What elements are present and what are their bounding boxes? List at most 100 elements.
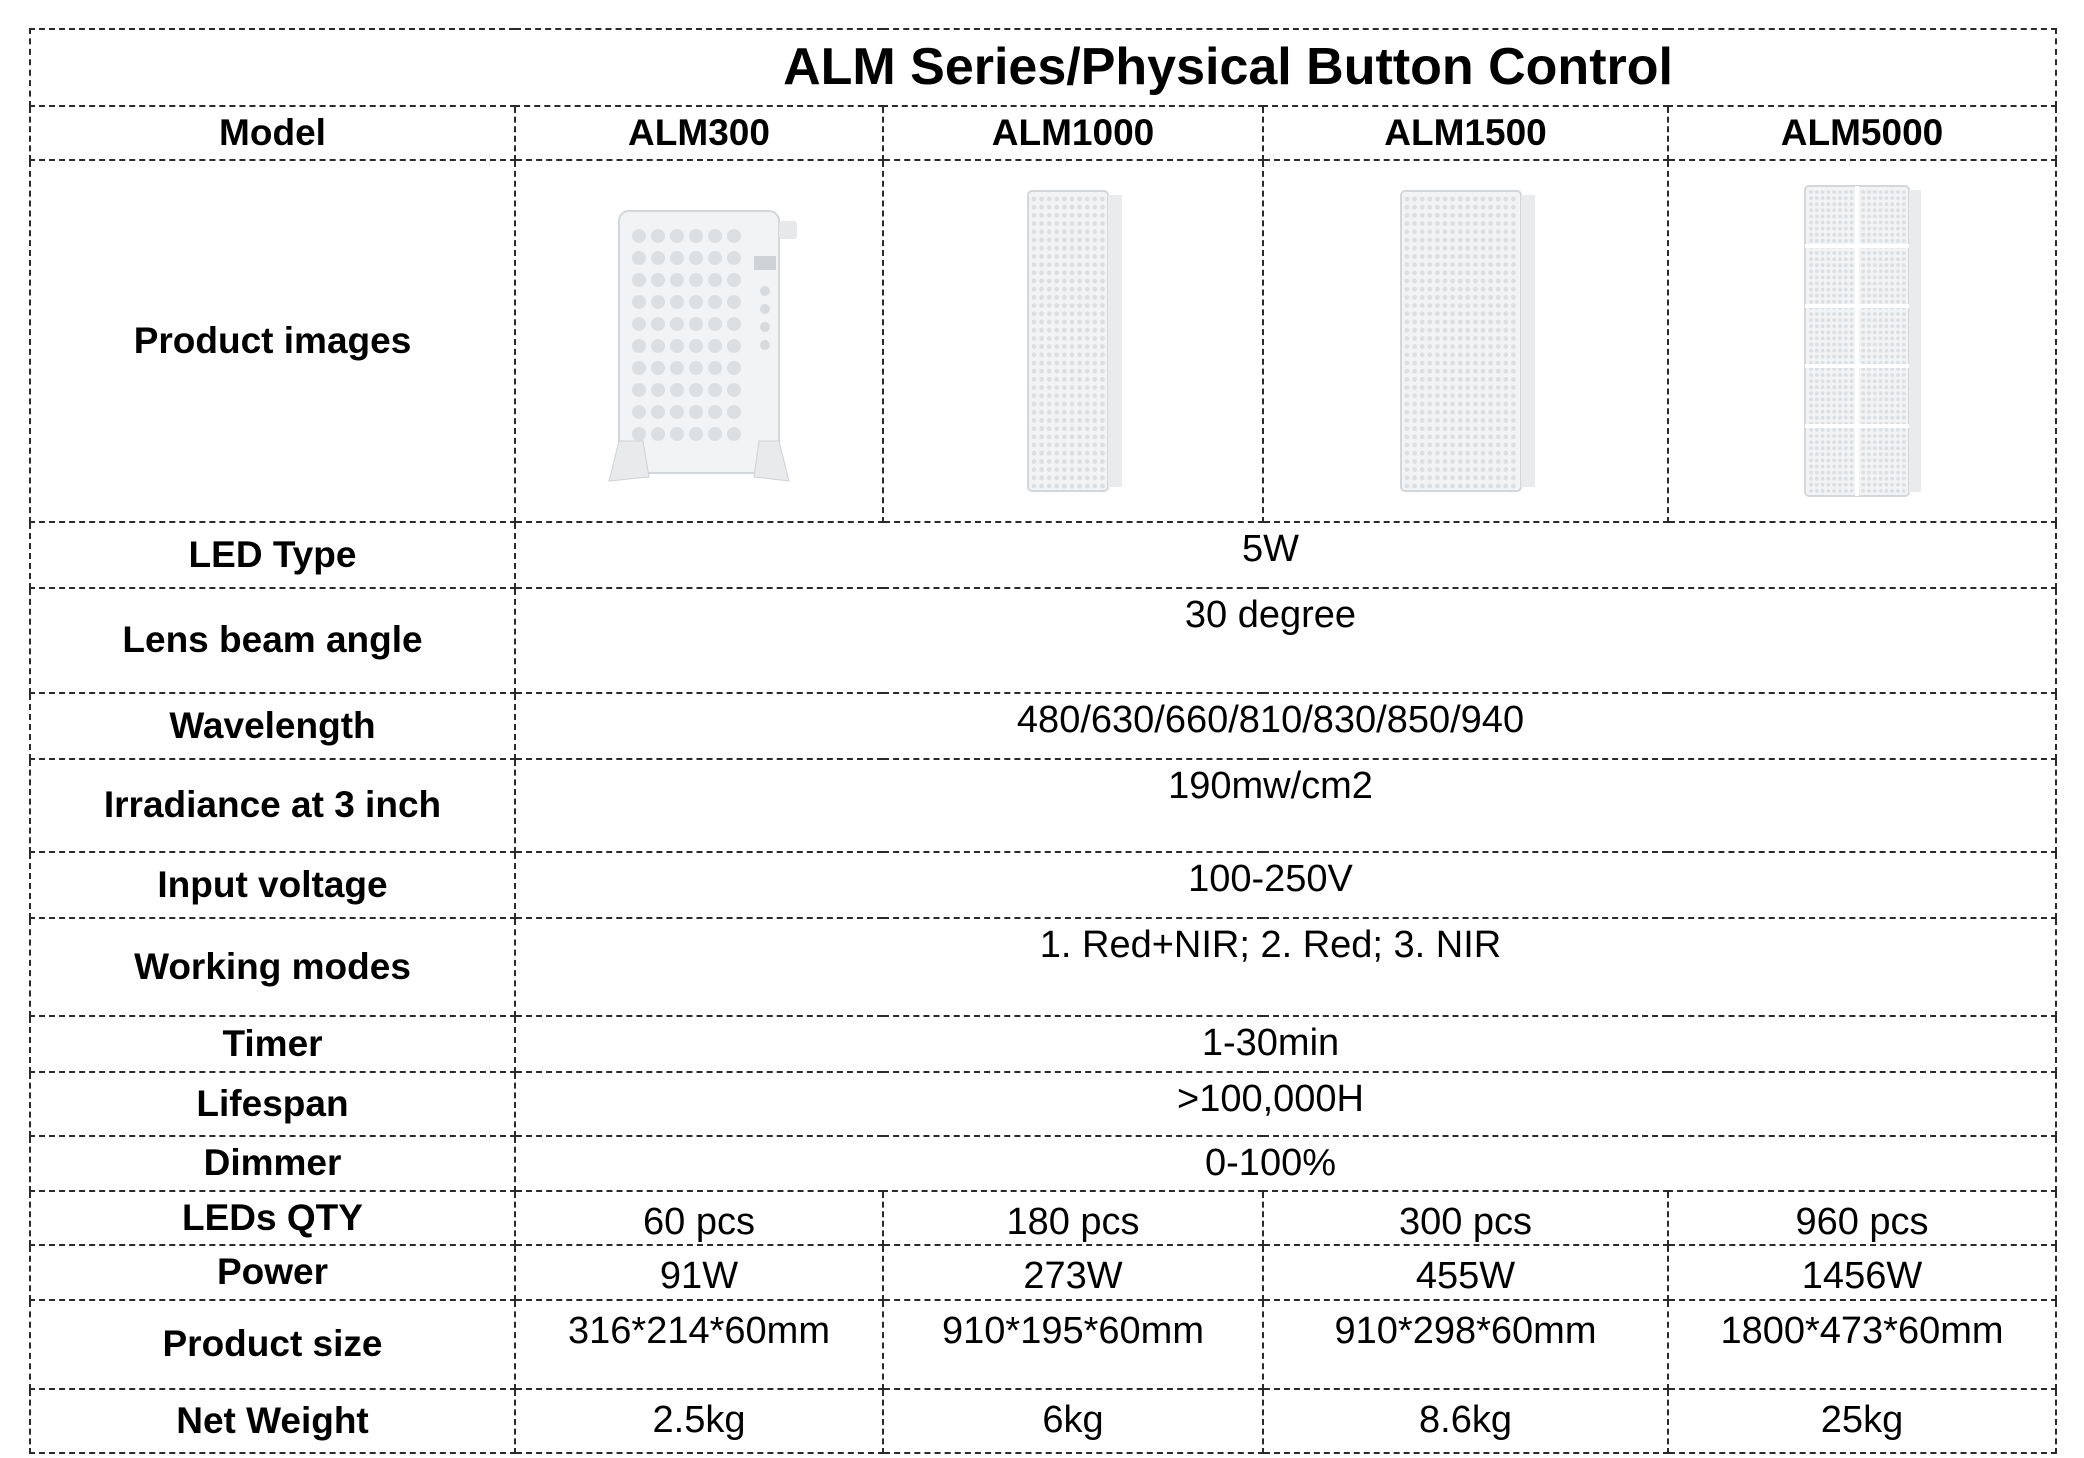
led-dot xyxy=(1890,251,1895,255)
led-dot xyxy=(1100,475,1105,481)
led-dot xyxy=(1442,213,1447,218)
led-dot xyxy=(1814,452,1819,457)
led-dot xyxy=(1419,229,1425,235)
led-dot xyxy=(1861,452,1866,457)
led-dot xyxy=(1480,295,1485,300)
led-dot xyxy=(1039,483,1044,489)
led-dot xyxy=(1826,299,1831,304)
led-dot xyxy=(1419,459,1425,464)
led-dot xyxy=(1832,489,1837,493)
image-cell-alm300 xyxy=(514,159,884,523)
led-dot xyxy=(1084,278,1090,284)
row-working-modes: Working modes 1. Red+NIR; 2. Red; 3. NIR xyxy=(29,917,2058,1017)
row-led-type: LED Type 5W xyxy=(29,521,2058,589)
led-dot xyxy=(1872,318,1877,322)
led-dot xyxy=(1843,190,1848,194)
led-dot xyxy=(1449,245,1455,251)
led-dot xyxy=(1861,482,1866,487)
led-dot xyxy=(1832,397,1837,402)
led-dot xyxy=(1434,418,1440,423)
led-dot xyxy=(1092,352,1098,358)
led-dot xyxy=(1031,262,1037,267)
led-dot xyxy=(1502,196,1508,202)
led-dot xyxy=(1872,415,1877,420)
led-dot xyxy=(1495,385,1501,390)
led-dot xyxy=(1426,483,1432,489)
led-dot xyxy=(1896,354,1900,359)
led-dot xyxy=(1419,319,1425,325)
led-dot xyxy=(1861,324,1866,329)
led-dot xyxy=(1426,237,1432,243)
dimmer-label: Dimmer xyxy=(29,1135,516,1192)
led-dot xyxy=(1814,293,1819,298)
led-dot xyxy=(1510,401,1516,407)
led-dot xyxy=(1426,368,1432,374)
led-dot xyxy=(1464,319,1470,325)
led-dot xyxy=(1449,385,1455,390)
led-dot xyxy=(1843,385,1848,390)
led-dot xyxy=(1084,295,1090,300)
led-dot xyxy=(1814,446,1819,451)
led-dot xyxy=(1838,287,1842,292)
led-dot xyxy=(1434,442,1440,448)
led-dot xyxy=(1502,360,1508,366)
led-dot xyxy=(1832,379,1837,383)
led-dot xyxy=(1046,278,1052,284)
led-dot xyxy=(1884,391,1889,396)
led-dot xyxy=(1901,251,1906,255)
led-dot xyxy=(1100,229,1105,235)
net-weight-alm1500: 8.6kg xyxy=(1262,1388,1669,1454)
led-dot xyxy=(1426,475,1432,481)
led-dot xyxy=(1464,377,1470,382)
led-dot xyxy=(1472,344,1478,349)
model-alm1000: ALM1000 xyxy=(882,105,1264,161)
led-dot xyxy=(1814,269,1819,274)
led-dot xyxy=(1502,450,1508,456)
led-dot xyxy=(1464,221,1470,226)
led-dot xyxy=(1878,379,1883,383)
led-dot xyxy=(1464,204,1470,210)
led-dot xyxy=(1901,415,1906,420)
led-dot xyxy=(1510,467,1516,472)
led-dot xyxy=(1809,379,1813,383)
led-dot xyxy=(1896,373,1900,377)
led-dot xyxy=(1884,257,1889,261)
led-dot xyxy=(1884,446,1889,451)
led-dot xyxy=(1867,415,1871,420)
led-dot xyxy=(1100,418,1105,423)
led-dot xyxy=(1814,208,1819,213)
led-dot xyxy=(1832,446,1837,451)
led-dot xyxy=(1434,360,1440,366)
led-dot xyxy=(1820,190,1825,194)
led-dot xyxy=(1046,401,1052,407)
led-dot xyxy=(1843,196,1848,200)
led-dot xyxy=(1434,303,1440,308)
led-dot xyxy=(1062,483,1067,489)
led-dot xyxy=(1867,348,1871,353)
led-dot xyxy=(1867,208,1871,213)
led-dot xyxy=(1077,237,1082,243)
led-dot xyxy=(1826,409,1831,414)
led-dot xyxy=(1872,464,1877,469)
led-dot xyxy=(1861,208,1866,213)
led-dot xyxy=(1069,434,1075,440)
led-dot xyxy=(1809,403,1813,408)
led-dot xyxy=(1046,475,1052,481)
led-dot xyxy=(1487,254,1493,259)
led-dot xyxy=(1495,229,1501,235)
led-dot xyxy=(1901,391,1906,396)
led-dot xyxy=(1487,237,1493,243)
led-dot xyxy=(1861,232,1866,237)
power-alm300: 91W xyxy=(514,1244,884,1301)
led-dot xyxy=(1449,409,1455,415)
led-dot xyxy=(1411,377,1417,382)
led-dot xyxy=(1510,319,1516,325)
led-dot xyxy=(1426,336,1432,341)
led-dot xyxy=(1872,287,1877,292)
led-dot xyxy=(1820,489,1825,493)
led-dot xyxy=(1820,257,1825,261)
led-dot xyxy=(1901,397,1906,402)
led-dot xyxy=(1039,213,1044,218)
model-row: Model ALM300 ALM1000 ALM1500 ALM5000 xyxy=(29,105,2058,161)
led-dot xyxy=(1849,220,1854,225)
